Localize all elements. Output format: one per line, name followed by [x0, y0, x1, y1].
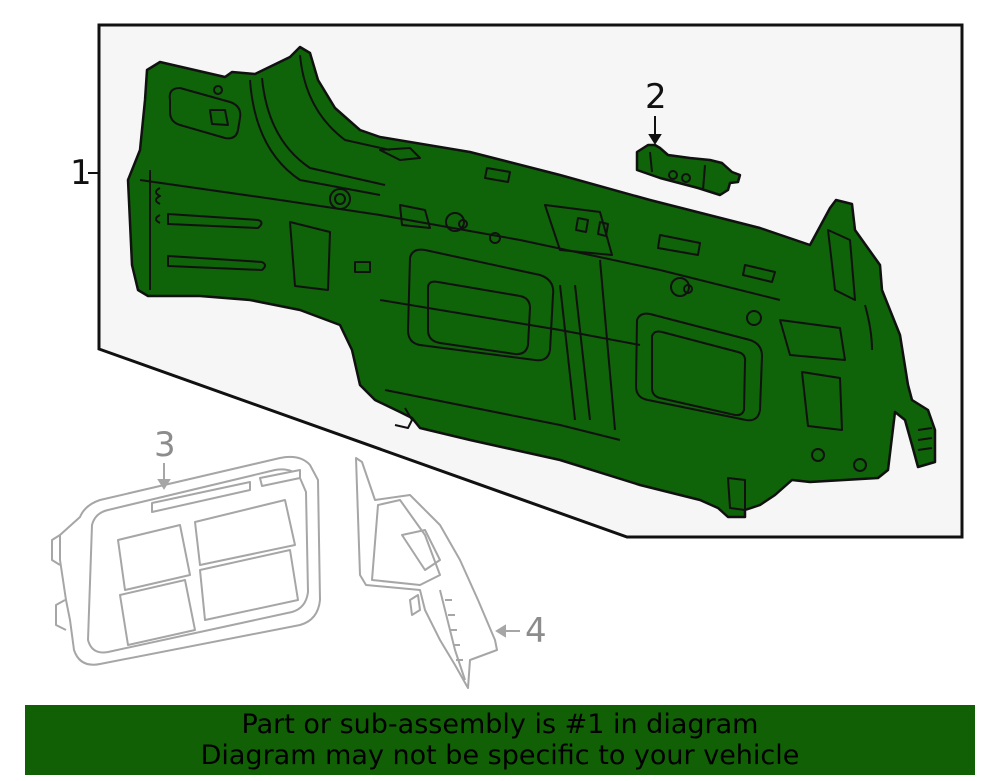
rear-panel-assembly-part-1[interactable] [126, 45, 937, 519]
bracket-part-2[interactable] [635, 143, 742, 197]
callout-3-label: 3 [154, 425, 176, 465]
leader-lines [88, 116, 662, 174]
callout-4-label: 4 [525, 611, 547, 651]
banner-line-2: Diagram may not be specific to your vehi… [200, 740, 800, 771]
parts-diagram [51, 23, 964, 689]
callout-1-label: 1 [70, 153, 92, 193]
banner-line-1: Part or sub-assembly is #1 in diagram [241, 709, 759, 740]
callout-2-label: 2 [645, 77, 667, 117]
disclaimer-banner: Part or sub-assembly is #1 in diagram Di… [25, 705, 975, 775]
lamp-housing-part-3[interactable] [51, 455, 321, 666]
side-trim-part-4[interactable] [355, 457, 498, 689]
